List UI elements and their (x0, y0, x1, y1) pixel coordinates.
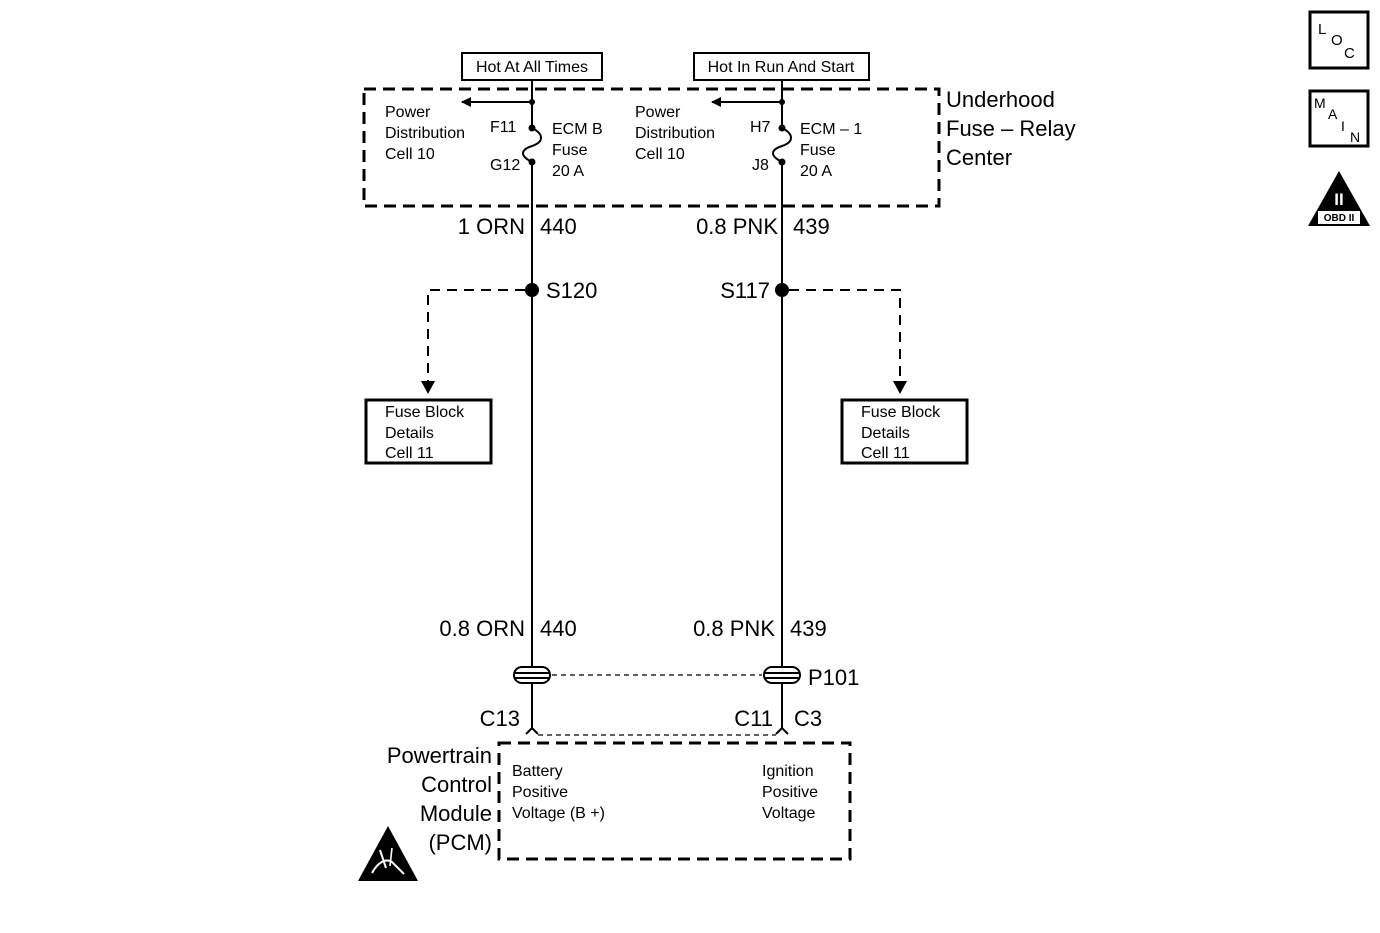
svg-text:Voltage: Voltage (762, 805, 815, 822)
power-distribution-ref-left[interactable]: Power Distribution Cell 10 (385, 104, 465, 163)
branch-dashed-left (427, 289, 525, 382)
power-source-left: Hot At All Times (461, 52, 603, 81)
pin-c3-label: C3 (794, 706, 822, 731)
svg-text:ECM – 1: ECM – 1 (800, 121, 862, 138)
svg-text:Underhood: Underhood (946, 87, 1055, 112)
svg-text:ECM B: ECM B (552, 121, 603, 138)
svg-text:Details: Details (861, 425, 910, 442)
svg-text:Control: Control (421, 772, 492, 797)
branch-dashed-right (789, 289, 901, 382)
wire-label-right-lower-circuit: 439 (790, 616, 827, 641)
pcm-input-ignition: Ignition Positive Voltage (762, 763, 818, 822)
terminal-j8: J8 (752, 157, 769, 174)
terminal-g12: G12 (490, 157, 520, 174)
svg-text:O: O (1331, 32, 1343, 49)
svg-text:A: A (1328, 106, 1338, 122)
svg-text:N: N (1350, 129, 1360, 145)
svg-text:Powertrain: Powertrain (387, 743, 492, 768)
wire-label-right-upper-circuit: 439 (793, 214, 830, 239)
branch-arrow-left (421, 381, 435, 394)
pcm-name[interactable]: Powertrain Control Module (PCM) (387, 743, 492, 855)
power-source-right-label: Hot In Run And Start (708, 59, 855, 76)
pin-chevron-right (775, 726, 789, 735)
wire-label-left-upper-circuit: 440 (540, 214, 577, 239)
svg-text:OBD II: OBD II (1324, 213, 1355, 224)
splice-s120-label: S120 (546, 278, 597, 303)
svg-text:Distribution: Distribution (635, 125, 715, 142)
svg-text:20 A: 20 A (552, 163, 584, 180)
pcm-outline (497, 741, 852, 861)
svg-text:Fuse Block: Fuse Block (385, 404, 465, 421)
svg-text:Cell 10: Cell 10 (385, 146, 435, 163)
svg-text:Distribution: Distribution (385, 125, 465, 142)
svg-text:Positive: Positive (512, 784, 568, 801)
pcm-input-battery: Battery Positive Voltage (B +) (512, 763, 605, 822)
svg-text:Battery: Battery (512, 763, 563, 780)
esd-warning-icon (358, 826, 418, 881)
svg-text:Power: Power (385, 104, 431, 121)
junction-dot-left-top (529, 99, 535, 105)
svg-text:Voltage (B +): Voltage (B +) (512, 805, 605, 822)
svg-text:Center: Center (946, 145, 1012, 170)
svg-text:Fuse: Fuse (800, 142, 836, 159)
svg-text:Positive: Positive (762, 784, 818, 801)
connector-p101-right (763, 666, 801, 684)
svg-text:Power: Power (635, 104, 681, 121)
fuse-label-left: ECM B Fuse 20 A (552, 121, 603, 180)
obd-ii-icon[interactable]: II OBD II (1308, 171, 1370, 226)
fuse-label-right: ECM – 1 Fuse 20 A (800, 121, 862, 180)
svg-text:Cell 10: Cell 10 (635, 146, 685, 163)
svg-text:Cell 11: Cell 11 (385, 445, 434, 462)
svg-text:Fuse – Relay: Fuse – Relay (946, 116, 1076, 141)
connector-p101-left (513, 666, 551, 684)
fuse-block-ref-left[interactable]: Fuse Block Details Cell 11 (364, 398, 493, 465)
splice-s117-label: S117 (720, 278, 770, 303)
svg-text:Fuse Block: Fuse Block (861, 404, 941, 421)
main-nav-icon[interactable]: M A I N (1308, 89, 1370, 148)
fuse-icon-right (772, 127, 792, 163)
splice-s117-dot (775, 283, 789, 297)
terminal-h7: H7 (750, 119, 771, 136)
svg-text:20 A: 20 A (800, 163, 832, 180)
splice-s120-dot (525, 283, 539, 297)
wire-label-left-upper-color: 1 ORN (458, 214, 525, 239)
svg-text:I: I (1341, 118, 1345, 134)
svg-text:Fuse: Fuse (552, 142, 588, 159)
svg-text:(PCM): (PCM) (428, 830, 492, 855)
fuse-center-name: Underhood Fuse – Relay Center (946, 87, 1076, 170)
svg-text:M: M (1314, 95, 1326, 111)
wire-label-right-upper-color: 0.8 PNK (696, 214, 778, 239)
wire-label-right-lower-color: 0.8 PNK (693, 616, 775, 641)
loc-nav-icon[interactable]: L O C (1308, 10, 1370, 70)
svg-text:Cell 11: Cell 11 (861, 445, 910, 462)
power-source-left-label: Hot At All Times (476, 59, 588, 76)
junction-dot-right-top (779, 99, 785, 105)
terminal-f11: F11 (490, 119, 516, 136)
fuse-icon-left (522, 127, 542, 163)
wire-label-left-lower-circuit: 440 (540, 616, 577, 641)
wire-label-left-lower-color: 0.8 ORN (439, 616, 525, 641)
power-distribution-ref-right[interactable]: Power Distribution Cell 10 (635, 104, 715, 163)
fuse-block-ref-right[interactable]: Fuse Block Details Cell 11 (840, 398, 969, 465)
branch-arrow-right (893, 381, 907, 394)
svg-text:L: L (1318, 21, 1326, 38)
fuse-center-outline (362, 87, 941, 208)
pin-c11-label: C11 (734, 706, 773, 731)
power-source-right: Hot In Run And Start (693, 52, 870, 81)
svg-text:II: II (1334, 190, 1343, 209)
svg-text:Ignition: Ignition (762, 763, 814, 780)
svg-text:C: C (1344, 45, 1355, 62)
svg-text:Module: Module (420, 801, 492, 826)
svg-text:Details: Details (385, 425, 434, 442)
connector-p101-label: P101 (808, 665, 859, 690)
pin-c13-label: C13 (480, 706, 520, 731)
pin-chevron-left (525, 726, 539, 735)
